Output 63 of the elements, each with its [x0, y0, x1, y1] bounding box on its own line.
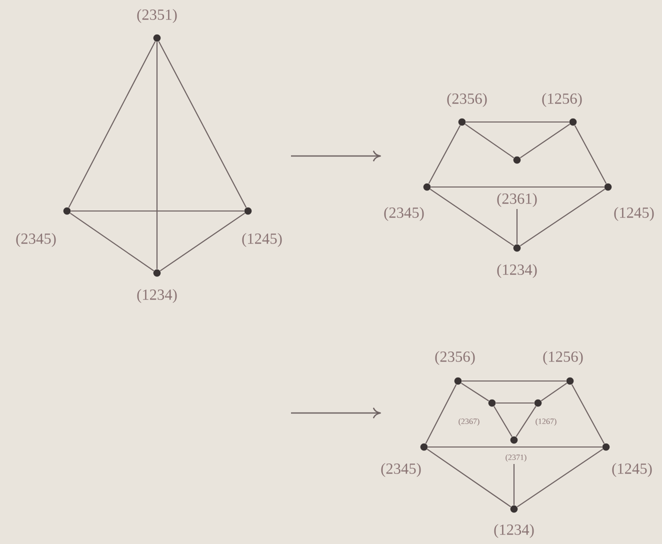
graph-edge — [462, 380, 566, 382]
graph-edge — [160, 212, 246, 272]
graph-edge — [425, 384, 457, 444]
vertex-dot — [63, 207, 71, 215]
graph-edge — [540, 382, 568, 402]
vertex-label: (2345) — [379, 462, 423, 478]
graph-edge — [466, 121, 570, 123]
vertex-dot — [566, 377, 574, 385]
vertex-label: (1245) — [612, 206, 656, 222]
graph-edge — [494, 406, 512, 437]
graph-edge — [520, 124, 570, 158]
graph-edge — [516, 448, 604, 508]
vertex-label: (1234) — [135, 288, 179, 304]
graph-edge — [574, 125, 607, 184]
graph-edge — [70, 212, 154, 272]
vertex-label: (1245) — [240, 232, 284, 248]
graph-edge — [70, 210, 244, 212]
graph-edge — [496, 402, 534, 404]
graph-edge — [571, 384, 605, 444]
vertex-dot — [244, 207, 252, 215]
graph-edge — [430, 186, 604, 188]
vertex-dot — [510, 505, 518, 513]
graph-edge — [68, 41, 156, 208]
graph-edge — [513, 464, 515, 506]
graph-edge — [461, 382, 489, 402]
vertex-dot — [423, 183, 431, 191]
graph-edge — [464, 124, 514, 158]
vertex-dot — [513, 156, 521, 164]
vertex-label: (2367) — [457, 417, 481, 427]
vertex-dot — [604, 183, 612, 191]
vertex-dot — [488, 399, 496, 407]
vertex-label: (2345) — [14, 232, 58, 248]
vertex-dot — [510, 436, 518, 444]
vertex-label: (1256) — [541, 350, 585, 366]
vertex-label: (2345) — [382, 206, 426, 222]
vertex-label: (2361) — [495, 192, 539, 208]
vertex-label: (1234) — [495, 262, 539, 280]
vertex-dot — [534, 399, 542, 407]
vertex-label: (2351) — [135, 8, 179, 24]
vertex-label: (1267) — [534, 417, 558, 427]
vertex-dot — [153, 34, 161, 42]
graph-edge — [426, 448, 512, 508]
graph-edge — [428, 446, 602, 448]
vertex-dot — [454, 377, 462, 385]
vertex-label: (2356) — [433, 350, 477, 366]
graph-edge — [158, 41, 247, 208]
graph-edge — [520, 188, 606, 246]
graph-edge — [430, 188, 514, 246]
vertex-dot — [153, 269, 161, 277]
graph-edge — [156, 42, 158, 270]
vertex-dot — [569, 118, 577, 126]
graph-edge — [516, 209, 518, 244]
vertex-dot — [602, 443, 610, 451]
graph-edge — [516, 406, 536, 437]
vertex-label: (1245) — [610, 462, 654, 478]
vertex-label: (1256) — [540, 92, 584, 108]
vertex-dot — [513, 244, 521, 252]
vertex-label: (2356) — [445, 92, 489, 108]
graph-edge — [428, 125, 461, 184]
vertex-label: (1234) — [492, 522, 536, 540]
vertex-dot — [420, 443, 428, 451]
vertex-label: (2371) — [504, 453, 528, 463]
vertex-dot — [458, 118, 466, 126]
